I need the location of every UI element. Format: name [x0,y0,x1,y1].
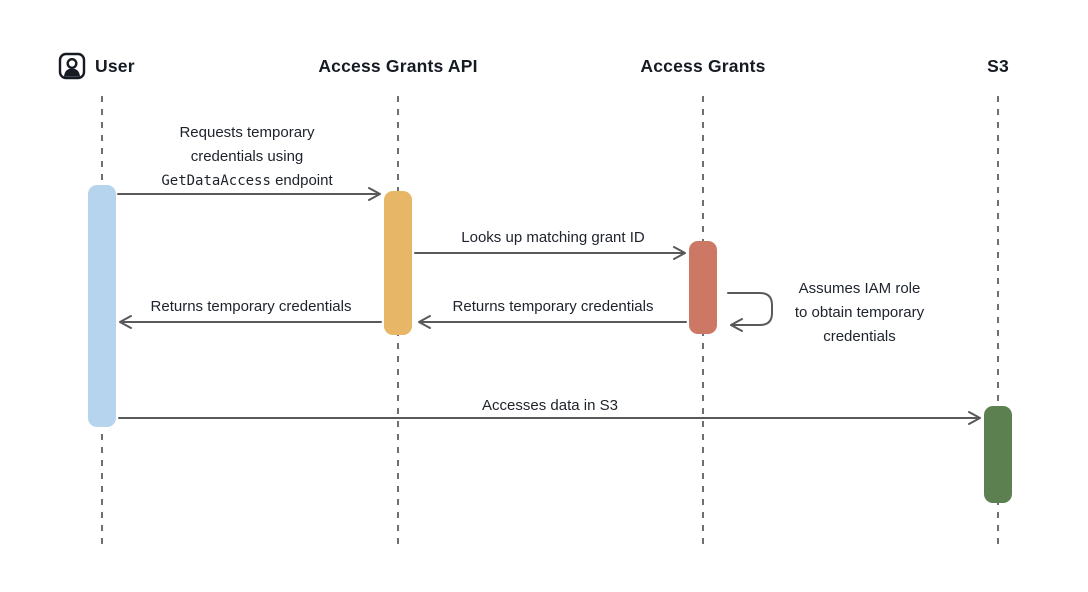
arrow-request [117,187,381,201]
message-request-line2: credentials using [190,148,304,165]
user-icon [58,52,86,80]
message-assume-role: Assumes IAM role to obtain temporary cre… [778,277,941,349]
activation-access-grants-api [384,191,412,335]
message-assume-line3: credentials [823,328,896,345]
arrow-return-to-api [418,315,687,329]
message-access-s3: Accesses data in S3 [482,397,618,414]
message-request-line3: GetDataAccess endpoint [117,169,377,193]
activation-user [88,185,116,427]
actor-access-grants-label: Access Grants [640,56,766,76]
actor-s3-label: S3 [987,56,1009,76]
arrow-access-s3 [118,411,981,425]
message-request-line3-rest: endpoint [270,172,333,189]
message-arrows [117,187,981,425]
message-request-line1: Requests temporary [179,124,315,141]
arrow-lookup [414,246,686,260]
message-request-code: GetDataAccess [161,173,271,189]
message-assume-line1: Assumes IAM role [798,280,921,297]
arrow-return-to-user [119,315,382,329]
actor-access-grants-api-label: Access Grants API [318,56,478,76]
actor-user-label: User [95,55,135,76]
message-lookup: Looks up matching grant ID [461,229,645,246]
activation-s3 [984,406,1012,503]
actor-user: User [58,52,135,80]
activation-access-grants [689,241,717,334]
message-assume-line2: to obtain temporary [794,304,925,321]
activation-bars [88,185,1012,503]
message-return-to-user: Returns temporary credentials [150,298,352,315]
message-request: Requests temporary credentials using Get… [117,121,377,193]
arrow-self-loop-assume-role [727,292,773,332]
message-return-to-api: Returns temporary credentials [452,298,654,315]
